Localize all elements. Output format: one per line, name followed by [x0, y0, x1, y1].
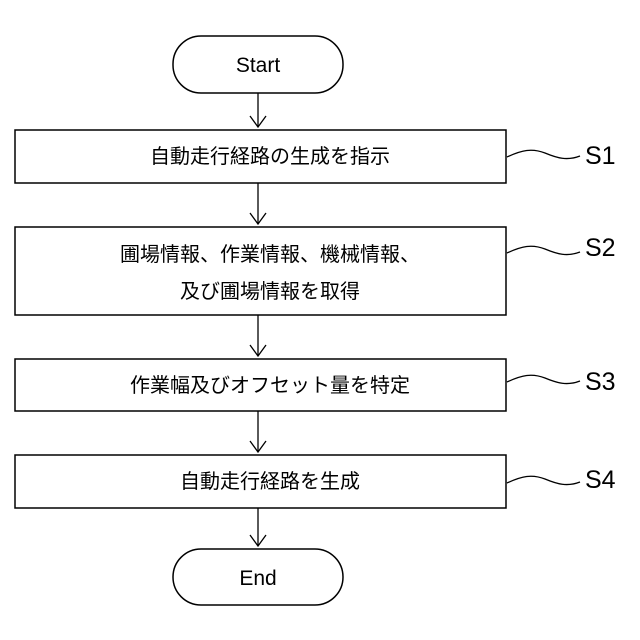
- step-2: 圃場情報、作業情報、機械情報、 及び圃場情報を取得 S2: [15, 227, 616, 315]
- step-2-text-line-2: 及び圃場情報を取得: [180, 279, 360, 303]
- arrow-step-2-to-step-3: [250, 315, 266, 356]
- arrow-step-4-to-end: [250, 508, 266, 546]
- step-4-label: S4: [585, 466, 616, 494]
- start-label: Start: [236, 54, 281, 77]
- step-1-leader: [507, 150, 580, 158]
- step-3: 作業幅及びオフセット量を特定 S3: [15, 359, 616, 411]
- step-2-leader: [507, 246, 580, 254]
- arrow-step-1-to-step-2: [250, 183, 266, 224]
- step-2-text-line-1: 圃場情報、作業情報、機械情報、: [120, 242, 420, 266]
- step-3-leader: [507, 375, 580, 383]
- arrow-start-to-step-1: [250, 93, 266, 127]
- step-2-label: S2: [585, 234, 616, 262]
- step-4-text-line-1: 自動走行経路を生成: [180, 469, 360, 493]
- step-1: 自動走行経路の生成を指示 S1: [15, 130, 616, 183]
- end-label: End: [239, 567, 276, 590]
- step-1-text-line-1: 自動走行経路の生成を指示: [150, 144, 390, 168]
- step-4: 自動走行経路を生成 S4: [15, 455, 616, 508]
- start-terminal: Start: [173, 36, 343, 93]
- step-3-text-line-1: 作業幅及びオフセット量を特定: [130, 373, 410, 397]
- step-4-leader: [507, 476, 580, 484]
- step-1-label: S1: [585, 142, 616, 170]
- step-3-label: S3: [585, 368, 616, 396]
- arrow-step-3-to-step-4: [250, 411, 266, 452]
- end-terminal: End: [173, 549, 343, 605]
